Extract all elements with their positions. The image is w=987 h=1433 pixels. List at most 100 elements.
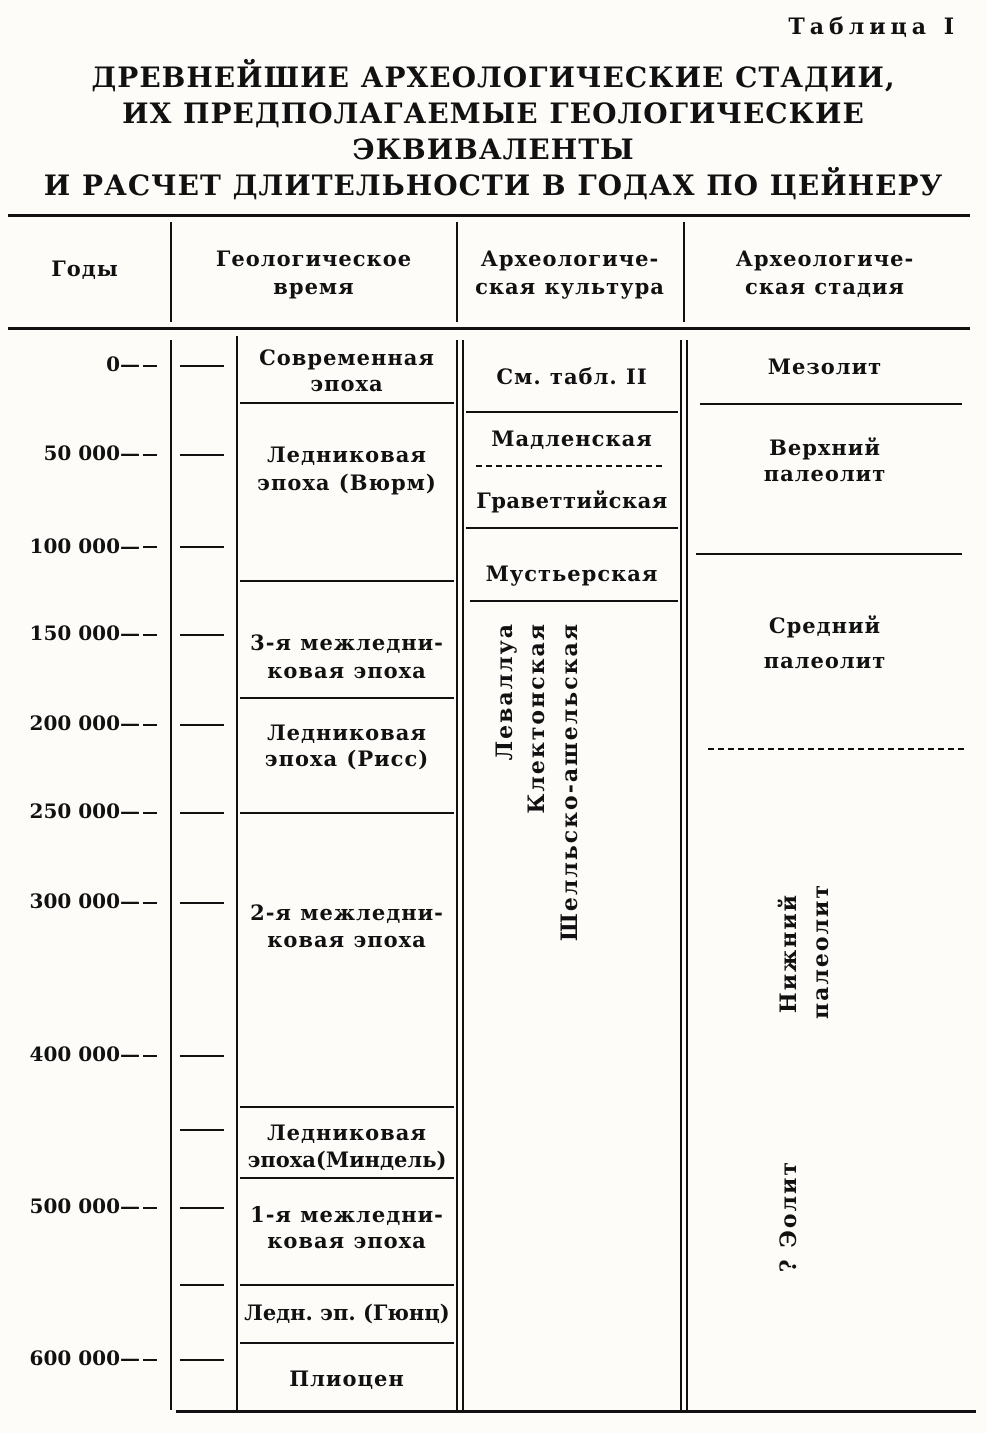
scale-tick — [180, 724, 224, 726]
year-tick — [143, 724, 157, 726]
geo-wurm-line-1: Ледниковая — [267, 442, 427, 467]
scale-tick — [180, 1129, 224, 1131]
stage-divider — [696, 553, 962, 555]
culture-divider — [466, 527, 678, 529]
culture-chelles-acheul: Шелльско-ашельская — [557, 622, 583, 942]
stage-lower-line-2: палеолит — [808, 883, 834, 1020]
geo-interglacial-1-line-2: ковая эпоха — [267, 1228, 427, 1253]
year-tick — [143, 454, 157, 456]
geo-interglacial-3-line-2: ковая эпоха — [267, 658, 427, 683]
year-label-300000: 300 000— — [29, 889, 140, 913]
year-tick — [143, 546, 157, 548]
geo-divider — [240, 580, 454, 582]
year-tick — [143, 1207, 157, 1209]
geo-pliocene: Плиоцен — [289, 1366, 405, 1391]
table-top-rule — [8, 214, 970, 217]
geo-modern-line-2: эпоха — [310, 371, 384, 396]
geo-divider — [240, 1106, 454, 1108]
geo-mindel-line-1: Ледниковая — [267, 1120, 427, 1145]
scale-tick — [180, 812, 224, 814]
geo-divider — [240, 1342, 454, 1344]
scale-tick — [180, 546, 224, 548]
stage-upper-line-2: палеолит — [763, 461, 887, 486]
geo-riss-line-1: Ледниковая — [267, 720, 427, 745]
stage-middle-line-1: Средний — [768, 613, 882, 638]
header-separator-2 — [456, 222, 458, 322]
header-geo-line-1: Геологическое — [215, 246, 413, 271]
year-tick — [143, 902, 157, 904]
year-tick — [143, 365, 157, 367]
header-separator-3 — [683, 222, 685, 322]
stage-lower-line-1: Нижний — [776, 893, 802, 1014]
header-stage-line-2: ская стадия — [745, 274, 905, 299]
geo-interglacial-2-line-2: ковая эпоха — [267, 927, 427, 952]
culture-dashed-divider — [476, 465, 662, 467]
table-bottom-rule — [176, 1410, 976, 1413]
geo-riss-line-2: эпоха (Рисс) — [264, 746, 430, 771]
culture-clactonian: Клектонская — [524, 622, 550, 814]
year-tick — [143, 1359, 157, 1361]
geo-interglacial-3-line-1: 3-я межледни- — [250, 630, 444, 655]
geo-wurm-line-2: эпоха (Вюрм) — [257, 470, 437, 495]
culture-divider — [466, 411, 678, 413]
header-culture-line-2: ская культура — [475, 274, 665, 299]
geo-divider — [240, 812, 454, 814]
geo-modern-line-1: Современная — [259, 345, 435, 370]
culture-left-line — [462, 340, 464, 1410]
scale-tick — [180, 634, 224, 636]
page-title: ДРЕВНЕЙШИЕ АРХЕОЛОГИЧЕСКИЕ СТАДИИ, ИХ ПР… — [0, 60, 987, 204]
scale-tick — [180, 454, 224, 456]
year-label-600000: 600 000— — [29, 1346, 140, 1370]
header-separator-1 — [170, 222, 172, 322]
geo-divider — [240, 402, 454, 404]
culture-divider — [470, 600, 678, 602]
scale-tick — [180, 1055, 224, 1057]
year-label-400000: 400 000— — [29, 1042, 140, 1066]
stage-divider — [700, 403, 962, 405]
scale-tick — [180, 902, 224, 904]
stage-upper-line-1: Верхний — [769, 435, 881, 460]
year-label-200000: 200 000— — [29, 711, 140, 735]
table-number: Таблица I — [788, 14, 959, 40]
scale-tick — [180, 365, 224, 367]
year-label-150000: 150 000— — [29, 621, 140, 645]
scale-tick — [180, 1284, 224, 1286]
years-axis-line — [170, 340, 172, 1410]
year-tick — [143, 1055, 157, 1057]
year-label-50000: 50 000— — [43, 441, 140, 465]
header-geo-line-2: время — [273, 274, 355, 299]
culture-see-table: См. табл. II — [496, 364, 648, 389]
year-tick — [143, 634, 157, 636]
header-stage-line-1: Археологиче- — [735, 246, 915, 271]
title-line-1: ДРЕВНЕЙШИЕ АРХЕОЛОГИЧЕСКИЕ СТАДИИ, — [91, 61, 896, 94]
scale-tick — [180, 1207, 224, 1209]
stage-dashed-divider — [708, 748, 964, 750]
geo-left-line — [236, 336, 238, 1410]
year-label-250000: 250 000— — [29, 799, 140, 823]
geo-interglacial-1-line-1: 1-я межледни- — [250, 1202, 444, 1227]
culture-gravettian: Граветтийская — [476, 488, 668, 513]
culture-right-line — [680, 340, 682, 1410]
geo-right-line — [456, 340, 458, 1410]
geo-gunz: Ледн. эп. (Гюнц) — [244, 1300, 450, 1325]
year-label-500000: 500 000— — [29, 1194, 140, 1218]
year-label-0: 0— — [106, 352, 140, 376]
culture-levallois: Леваллуа — [492, 622, 518, 761]
geo-divider — [240, 1284, 454, 1286]
geo-divider — [240, 1177, 454, 1179]
culture-magdalenian: Мадленская — [491, 426, 653, 451]
scale-tick — [180, 1359, 224, 1361]
header-culture-line-1: Археологиче- — [480, 246, 660, 271]
stage-left-line — [686, 340, 688, 1410]
title-line-3: И РАСЧЕТ ДЛИТЕЛЬНОСТИ В ГОДАХ ПО ЦЕЙНЕРУ — [43, 169, 944, 202]
stage-mesolithic: Мезолит — [767, 354, 883, 379]
geo-mindel-line-2: эпоха(Миндель) — [247, 1147, 447, 1172]
title-line-2: ИХ ПРЕДПОЛАГАЕМЫЕ ГЕОЛОГИЧЕСКИЕ ЭКВИВАЛЕ… — [122, 97, 865, 166]
geo-interglacial-2-line-1: 2-я межледни- — [250, 900, 444, 925]
header-bottom-rule — [8, 327, 970, 330]
geo-divider — [240, 697, 454, 699]
stage-eolith: ? Эолит — [776, 1160, 802, 1273]
culture-mousterian: Мустьерская — [485, 561, 659, 586]
stage-middle-line-2: палеолит — [763, 648, 887, 673]
year-tick — [143, 812, 157, 814]
